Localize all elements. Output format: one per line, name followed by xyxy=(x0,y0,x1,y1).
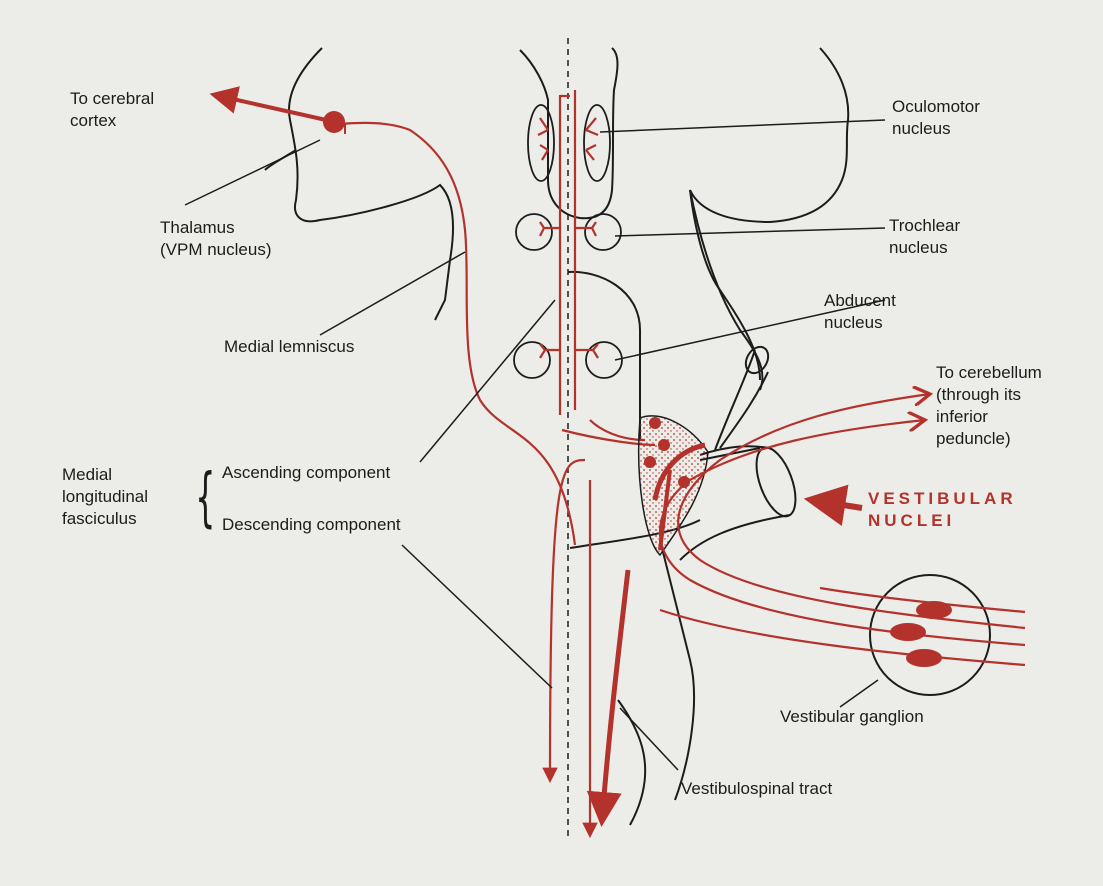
trochlear-nucleus-left xyxy=(516,214,552,250)
left-hemisphere-outline xyxy=(289,48,453,320)
label-to-cerebral-cortex: To cerebral cortex xyxy=(70,88,154,132)
vestibular-nuclei-pointer xyxy=(812,500,862,508)
label-vestibular-ganglion: Vestibular ganglion xyxy=(780,706,924,728)
right-hemisphere-outline xyxy=(690,48,848,222)
label-descending-component: Descending component xyxy=(222,514,401,536)
label-medial-longitudinal-fasciculus: Medial longitudinal fasciculus xyxy=(62,464,148,530)
label-medial-lemniscus: Medial lemniscus xyxy=(224,336,354,358)
oculomotor-nucleus-right xyxy=(584,105,610,181)
peduncle-front xyxy=(715,350,755,450)
label-trochlear-nucleus: Trochlear nucleus xyxy=(889,215,960,259)
abducent-nucleus-left xyxy=(514,342,550,378)
fiber-to-cerebellum-2 xyxy=(660,420,1025,645)
label-vestibulospinal-tract: Vestibulospinal tract xyxy=(681,778,832,800)
label-ascending-component: Ascending component xyxy=(222,462,390,484)
label-to-cerebellum: To cerebellum (through its inferior pedu… xyxy=(936,362,1042,450)
label-oculomotor-nucleus: Oculomotor nucleus xyxy=(892,96,980,140)
label-thalamus: Thalamus (VPM nucleus) xyxy=(160,217,271,261)
medulla-lower-outline xyxy=(618,700,645,825)
label-abducent-nucleus: Abducent nucleus xyxy=(824,290,896,334)
pons-right-outline xyxy=(690,190,760,380)
vestibular-ganglion-circle xyxy=(870,575,990,695)
pons-mid-outline xyxy=(568,272,640,440)
mlf-brace: { xyxy=(195,456,215,540)
to-cortex-arrow xyxy=(215,95,335,122)
inferior-peduncle-cut xyxy=(749,443,804,522)
label-vestibular-nuclei: VESTIBULAR NUCLEI xyxy=(868,488,1017,532)
vestibulospinal-tract-arrow xyxy=(602,570,628,820)
vestibular-nuclei-region xyxy=(639,416,708,555)
oculomotor-nucleus-left xyxy=(528,105,554,181)
trochlear-nucleus-right xyxy=(585,214,621,250)
thalamus-neuron xyxy=(323,111,345,133)
